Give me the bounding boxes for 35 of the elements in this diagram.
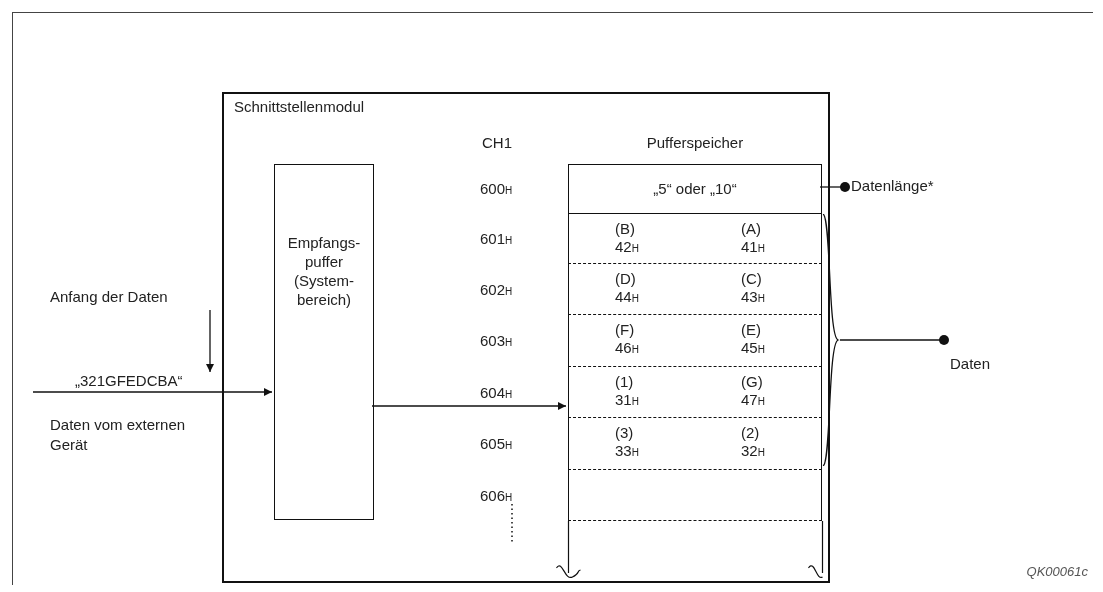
cell-value: (1): [615, 373, 634, 391]
module-title: Schnittstellenmodul: [234, 98, 365, 116]
memory-cell: [568, 315, 822, 367]
cell-value: (E): [741, 321, 761, 339]
callout-text: Daten: [950, 355, 1010, 375]
figure-code: QK00061c: [1025, 563, 1088, 581]
dot-connector: [839, 335, 949, 345]
column-heading: CH1: [482, 134, 513, 152]
memory-cell: [568, 367, 822, 418]
cell-value: (B): [615, 220, 635, 238]
memory-cell: [568, 470, 822, 521]
cell-value: (2): [741, 424, 760, 442]
receive-buffer-box: [274, 164, 374, 520]
cell-value: (C): [741, 270, 762, 288]
column-heading: Pufferspeicher: [645, 134, 745, 152]
cell-value: (D): [615, 270, 636, 288]
memory-cell: [568, 214, 822, 264]
module-frame: [222, 92, 830, 583]
memory-cell: [568, 264, 822, 315]
callout-text: Anfang der Daten: [50, 288, 215, 308]
callout-text: „321GFEDCBA“: [75, 372, 215, 392]
cell-value: (G): [741, 373, 763, 391]
callout-text: Datenlänge*: [851, 177, 951, 197]
memory-cell: [568, 164, 822, 214]
dot-connector: [819, 182, 850, 192]
cell-value: (3): [615, 424, 634, 442]
memory-cell: [568, 418, 822, 470]
arrow: [32, 388, 273, 396]
info-text: Daten vom externen Gerät: [50, 415, 187, 455]
cell-value: (A): [741, 220, 761, 238]
cell-value: „5“ oder „10“: [652, 180, 738, 198]
buffer-label: Empfangs- puffer (System- bereich): [286, 233, 362, 309]
arrow: [371, 402, 567, 410]
cell-value: (F): [615, 321, 635, 339]
arrow: [206, 309, 214, 373]
